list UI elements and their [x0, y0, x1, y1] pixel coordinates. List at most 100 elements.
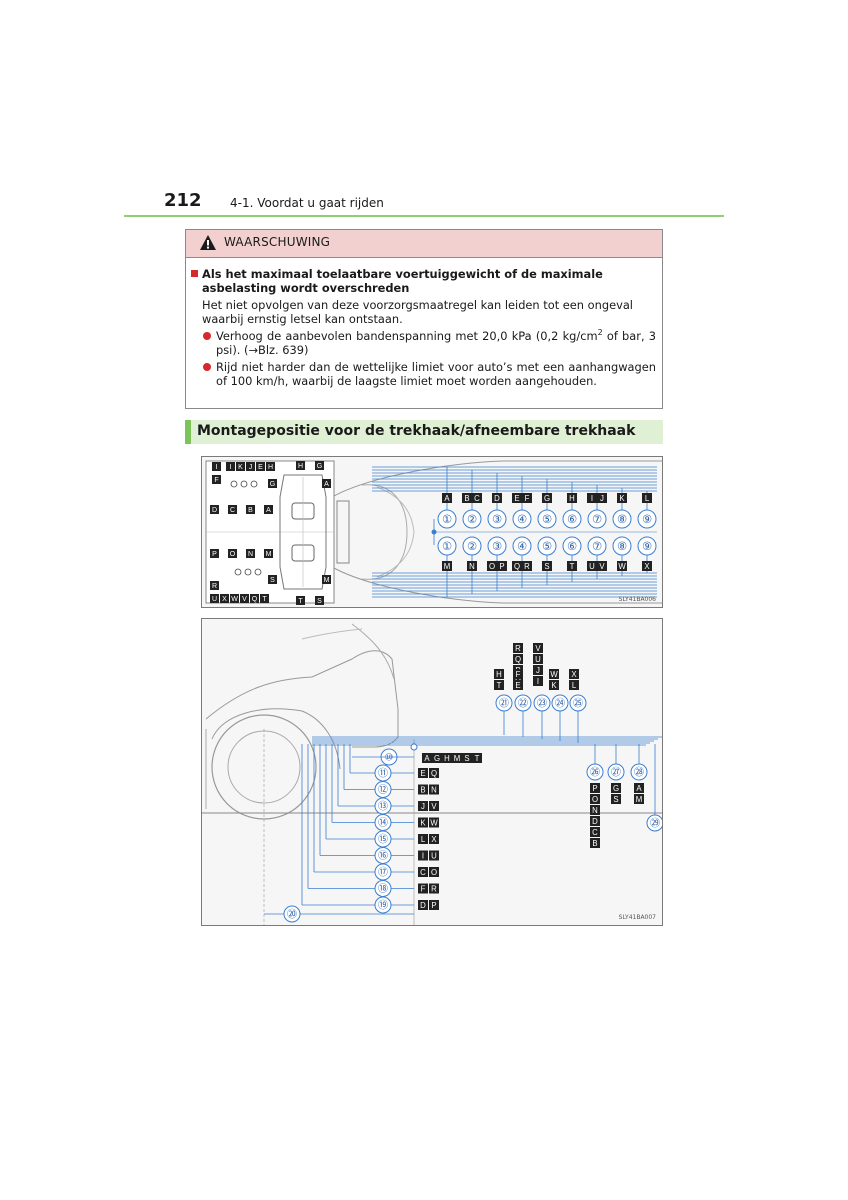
- row-position-letter: P: [429, 900, 439, 910]
- row-position-number: ⑬: [374, 797, 392, 815]
- svg-text:③: ③: [492, 513, 502, 526]
- row-position-letter: J: [418, 801, 428, 811]
- svg-text:I: I: [216, 464, 218, 471]
- svg-text:⑧: ⑧: [617, 513, 627, 526]
- svg-text:J: J: [421, 802, 425, 811]
- svg-text:C: C: [592, 828, 598, 837]
- right-position-letter: S: [611, 794, 621, 804]
- warning-heading: Als het maximaal toelaatbare voertuiggew…: [190, 267, 656, 295]
- inset-label: D: [210, 505, 219, 514]
- bumper-label: A: [322, 479, 331, 488]
- bumper-label: H: [296, 461, 305, 470]
- inset-label: R: [210, 581, 219, 590]
- warning-header: WAARSCHUWING: [186, 230, 662, 258]
- svg-text:U: U: [212, 596, 217, 603]
- svg-text:⑰: ⑰: [378, 866, 388, 878]
- right-position-letter: P: [590, 783, 600, 793]
- inset-label: H: [266, 462, 275, 471]
- svg-text:C: C: [420, 868, 426, 877]
- top-position-number: ㉓: [533, 694, 551, 712]
- row-position-number: ⑮: [374, 830, 392, 848]
- svg-text:K: K: [420, 818, 426, 827]
- right-position-number: ㉖: [586, 763, 604, 781]
- svg-text:L: L: [421, 835, 426, 844]
- hitch-ball-point: [410, 743, 418, 751]
- svg-text:㉕: ㉕: [573, 697, 583, 709]
- upper-position-letter: E: [512, 493, 522, 503]
- svg-text:A: A: [444, 494, 450, 503]
- svg-text:X: X: [222, 596, 227, 603]
- svg-text:V: V: [242, 596, 247, 603]
- svg-text:E: E: [420, 769, 425, 778]
- svg-text:⑬: ⑬: [378, 800, 388, 812]
- svg-text:P: P: [592, 784, 597, 793]
- top-position-number: ㉑: [495, 694, 513, 712]
- svg-text:F: F: [421, 884, 426, 893]
- svg-text:S: S: [270, 577, 275, 584]
- svg-text:T: T: [497, 681, 502, 690]
- svg-text:K: K: [619, 494, 625, 503]
- red-square-bullet-icon: [191, 270, 198, 277]
- right-position-number: ㉗: [607, 763, 625, 781]
- lower-position-letter: S: [542, 561, 552, 571]
- svg-text:R: R: [212, 583, 217, 590]
- bullet-2-text: Rijd niet harder dan de wettelijke limie…: [216, 360, 656, 388]
- red-dot-bullet-icon: [203, 363, 211, 371]
- warning-box: WAARSCHUWING Als het maximaal toelaatbar…: [185, 229, 663, 409]
- svg-text:C: C: [474, 494, 480, 503]
- right-position-letter: N: [590, 805, 600, 815]
- upper-position-number: ⑤: [537, 509, 557, 529]
- top-position-letter: Q: [513, 654, 523, 664]
- inset-label: S: [268, 575, 277, 584]
- svg-text:D: D: [494, 494, 500, 503]
- upper-position-letter: H: [567, 493, 577, 503]
- svg-text:O: O: [230, 551, 236, 558]
- top-position-letter: H: [494, 669, 504, 679]
- svg-text:④: ④: [517, 513, 527, 526]
- lower-position-number: ①: [437, 536, 457, 556]
- svg-text:S: S: [613, 795, 618, 804]
- top-position-letter: W: [549, 669, 559, 679]
- lower-position-letter: M: [442, 561, 452, 571]
- inset-label: G: [268, 479, 277, 488]
- top-position-letter: K: [549, 680, 559, 690]
- bumper-label: S: [315, 596, 324, 605]
- svg-text:J: J: [600, 494, 604, 503]
- top-position-letter: I: [533, 676, 543, 686]
- top-position-letter: L: [569, 680, 579, 690]
- row-position-letter: R: [429, 883, 439, 894]
- svg-text:㉓: ㉓: [537, 697, 547, 709]
- svg-text:⑥: ⑥: [567, 540, 577, 553]
- svg-text:B: B: [248, 507, 253, 514]
- svg-text:T: T: [298, 598, 303, 605]
- lower-position-letter: W: [617, 561, 627, 571]
- svg-text:W: W: [550, 670, 558, 679]
- row-position-letter: D: [418, 900, 428, 910]
- svg-text:W: W: [231, 596, 238, 603]
- svg-text:G: G: [613, 784, 619, 793]
- inset-label: M: [264, 549, 273, 558]
- hitch-side-view-figure: RQPOVUJIHTFEWKXL㉑㉒㉓㉔㉕⑩AGHMST⑪EQ⑫BN⑬JV⑭KW…: [201, 618, 663, 926]
- page-number: 212: [164, 190, 202, 211]
- bolt-hole: [244, 568, 252, 576]
- svg-text:H: H: [444, 754, 450, 763]
- svg-text:A: A: [636, 784, 642, 793]
- svg-text:M: M: [454, 754, 461, 763]
- upper-position-number: ②: [462, 509, 482, 529]
- upper-position-letter: F: [522, 493, 532, 503]
- svg-text:②: ②: [467, 513, 477, 526]
- top-position-number: ㉒: [514, 694, 532, 712]
- row-position-letter: X: [429, 834, 439, 844]
- svg-text:A: A: [266, 507, 271, 514]
- svg-text:V: V: [599, 562, 605, 571]
- svg-text:⑪: ⑪: [378, 767, 388, 779]
- svg-text:H: H: [298, 463, 303, 470]
- svg-text:W: W: [618, 562, 626, 571]
- right-position-number: ㉙: [646, 814, 662, 832]
- svg-text:D: D: [592, 817, 598, 826]
- right-position-letter: B: [590, 838, 600, 848]
- upper-position-letter: J: [597, 493, 607, 503]
- inset-label: C: [228, 505, 237, 514]
- svg-text:Q: Q: [514, 562, 520, 571]
